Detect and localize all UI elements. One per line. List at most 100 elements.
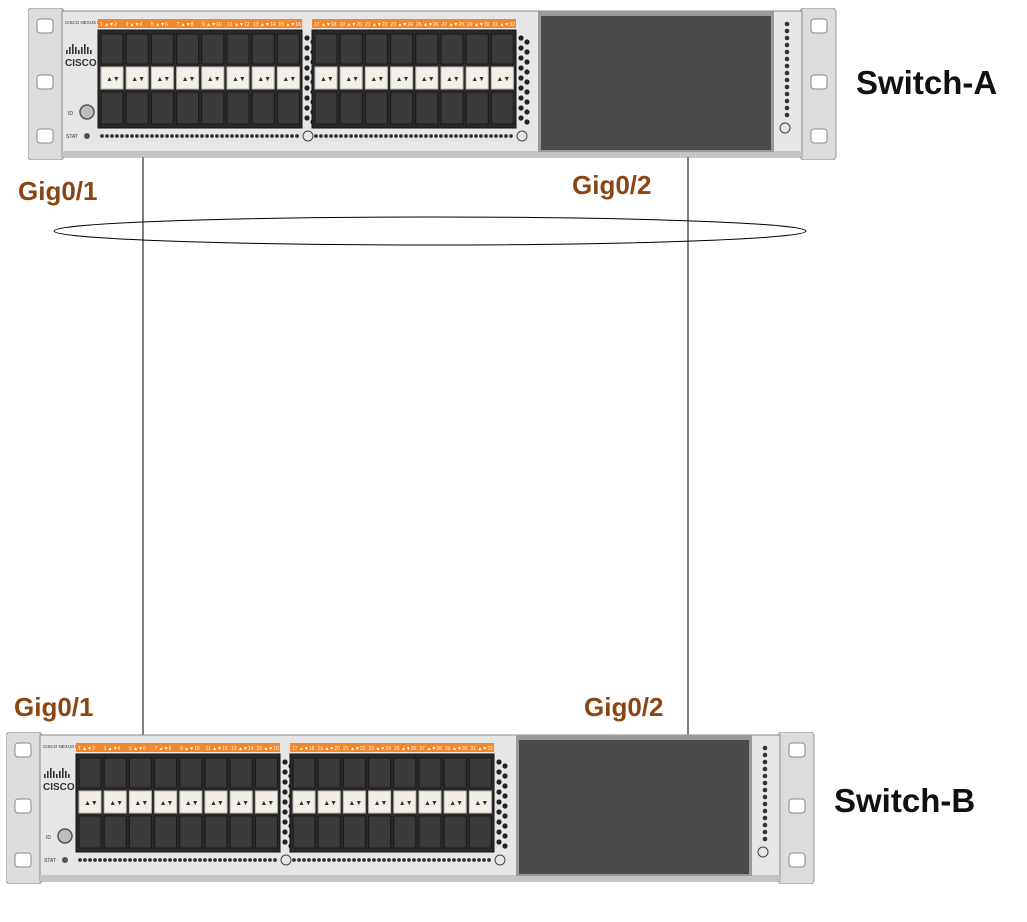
model-label: CISCO NEXUS N3K-C3064P bbox=[43, 744, 102, 749]
vent-dot bbox=[282, 799, 288, 805]
vent-dot bbox=[518, 105, 524, 111]
vent-dot bbox=[98, 858, 102, 862]
vent-dot bbox=[496, 809, 502, 815]
port-led-cell bbox=[229, 790, 253, 814]
sfp-port-top bbox=[393, 757, 417, 789]
vent-dot bbox=[193, 858, 197, 862]
vent-dot bbox=[762, 752, 768, 758]
id-led-label: ID bbox=[68, 111, 73, 117]
sfp-port-bottom bbox=[176, 91, 200, 125]
vent-dot bbox=[243, 858, 247, 862]
vent-dot bbox=[762, 745, 768, 751]
vent-dot bbox=[518, 115, 524, 121]
port-arrow-icon: ▲▼ bbox=[474, 800, 488, 807]
vent-dot bbox=[477, 858, 481, 862]
mount-hole bbox=[14, 742, 32, 758]
sfp-port-top bbox=[364, 33, 388, 65]
sfp-port-top bbox=[176, 33, 200, 65]
vent-dot bbox=[155, 134, 159, 138]
vent-dot bbox=[354, 134, 358, 138]
port-led-cell bbox=[339, 66, 363, 90]
vent-dot bbox=[332, 858, 336, 862]
vent-dot bbox=[240, 134, 244, 138]
vent-dot bbox=[437, 858, 441, 862]
vent-dot bbox=[362, 858, 366, 862]
sfp-port-top bbox=[154, 757, 178, 789]
vent-dot bbox=[447, 858, 451, 862]
sfp-port-bottom bbox=[415, 91, 439, 125]
sfp-port-bottom bbox=[204, 815, 228, 849]
chassis-bottom-lip bbox=[40, 875, 780, 881]
vent-dot bbox=[524, 89, 530, 95]
sfp-port-bottom bbox=[418, 815, 442, 849]
vent-dot bbox=[198, 858, 202, 862]
vent-dot bbox=[454, 134, 458, 138]
sfp-port-top bbox=[443, 757, 467, 789]
chassis-bottom-lip bbox=[62, 151, 802, 157]
port-led-cell bbox=[368, 790, 392, 814]
sfp-port-bottom bbox=[368, 815, 392, 849]
vent-dot bbox=[145, 134, 149, 138]
port-number-label: 1 ▲▼2 bbox=[78, 746, 95, 752]
port-number-label: 23 ▲▼24 bbox=[391, 22, 414, 28]
vent-dot bbox=[762, 773, 768, 779]
vent-dot bbox=[140, 134, 144, 138]
sfp-port-bottom bbox=[179, 815, 203, 849]
vent-dot bbox=[762, 836, 768, 842]
vent-dot bbox=[78, 858, 82, 862]
vent-dot bbox=[412, 858, 416, 862]
vent-dot bbox=[302, 858, 306, 862]
sfp-port-bottom bbox=[125, 91, 149, 125]
port-number-label: 25 ▲▼26 bbox=[416, 22, 439, 28]
port-led-cell bbox=[390, 66, 414, 90]
vent-dot bbox=[762, 759, 768, 765]
port-number-label: 27 ▲▼28 bbox=[420, 746, 443, 752]
cisco-logo-bar bbox=[47, 771, 49, 778]
vent-dot bbox=[379, 134, 383, 138]
vent-dot bbox=[784, 49, 790, 55]
port-number-label: 11 ▲▼12 bbox=[206, 746, 228, 752]
vent-dot bbox=[392, 858, 396, 862]
port-arrow-icon: ▲▼ bbox=[156, 76, 170, 83]
vent-dot bbox=[165, 134, 169, 138]
port-number-label: 15 ▲▼16 bbox=[279, 22, 302, 28]
sfp-port-top bbox=[254, 757, 278, 789]
vent-dot bbox=[200, 134, 204, 138]
port-arrow-icon: ▲▼ bbox=[106, 76, 120, 83]
port-number-label: 27 ▲▼28 bbox=[442, 22, 465, 28]
port-number-label: 21 ▲▼22 bbox=[343, 746, 366, 752]
vent-dot bbox=[496, 829, 502, 835]
vent-dot bbox=[419, 134, 423, 138]
vent-dot bbox=[270, 134, 274, 138]
vent-dot bbox=[143, 858, 147, 862]
vent-dot bbox=[762, 822, 768, 828]
vent-dot bbox=[344, 134, 348, 138]
mount-hole bbox=[788, 852, 806, 868]
sfp-port-bottom bbox=[465, 91, 489, 125]
port-number-label: 1 ▲▼2 bbox=[100, 22, 117, 28]
sfp-port-bottom bbox=[490, 91, 514, 125]
vent-dot bbox=[496, 759, 502, 765]
cisco-logo-bar bbox=[68, 774, 70, 778]
mount-hole bbox=[788, 798, 806, 814]
sfp-port-top bbox=[342, 757, 366, 789]
mount-hole bbox=[36, 74, 54, 90]
port-led-cell bbox=[418, 790, 442, 814]
cisco-logo-bar bbox=[56, 774, 58, 778]
vent-dot bbox=[150, 134, 154, 138]
port-number-label: 7 ▲▼8 bbox=[155, 746, 172, 752]
port-number-label: 5 ▲▼6 bbox=[151, 22, 168, 28]
switch-b-name: Switch-B bbox=[834, 782, 976, 819]
port-arrow-icon: ▲▼ bbox=[109, 800, 123, 807]
switch-b-port-gig0-2: Gig0/2 bbox=[584, 692, 664, 722]
vent-dot bbox=[424, 134, 428, 138]
vent-dot bbox=[784, 21, 790, 27]
port-arrow-icon: ▲▼ bbox=[345, 76, 359, 83]
vent-dot bbox=[518, 75, 524, 81]
vent-dot bbox=[459, 134, 463, 138]
vent-dot bbox=[304, 105, 310, 111]
vent-dot bbox=[245, 134, 249, 138]
cisco-logo-bar bbox=[90, 50, 92, 54]
mount-hole bbox=[36, 128, 54, 144]
